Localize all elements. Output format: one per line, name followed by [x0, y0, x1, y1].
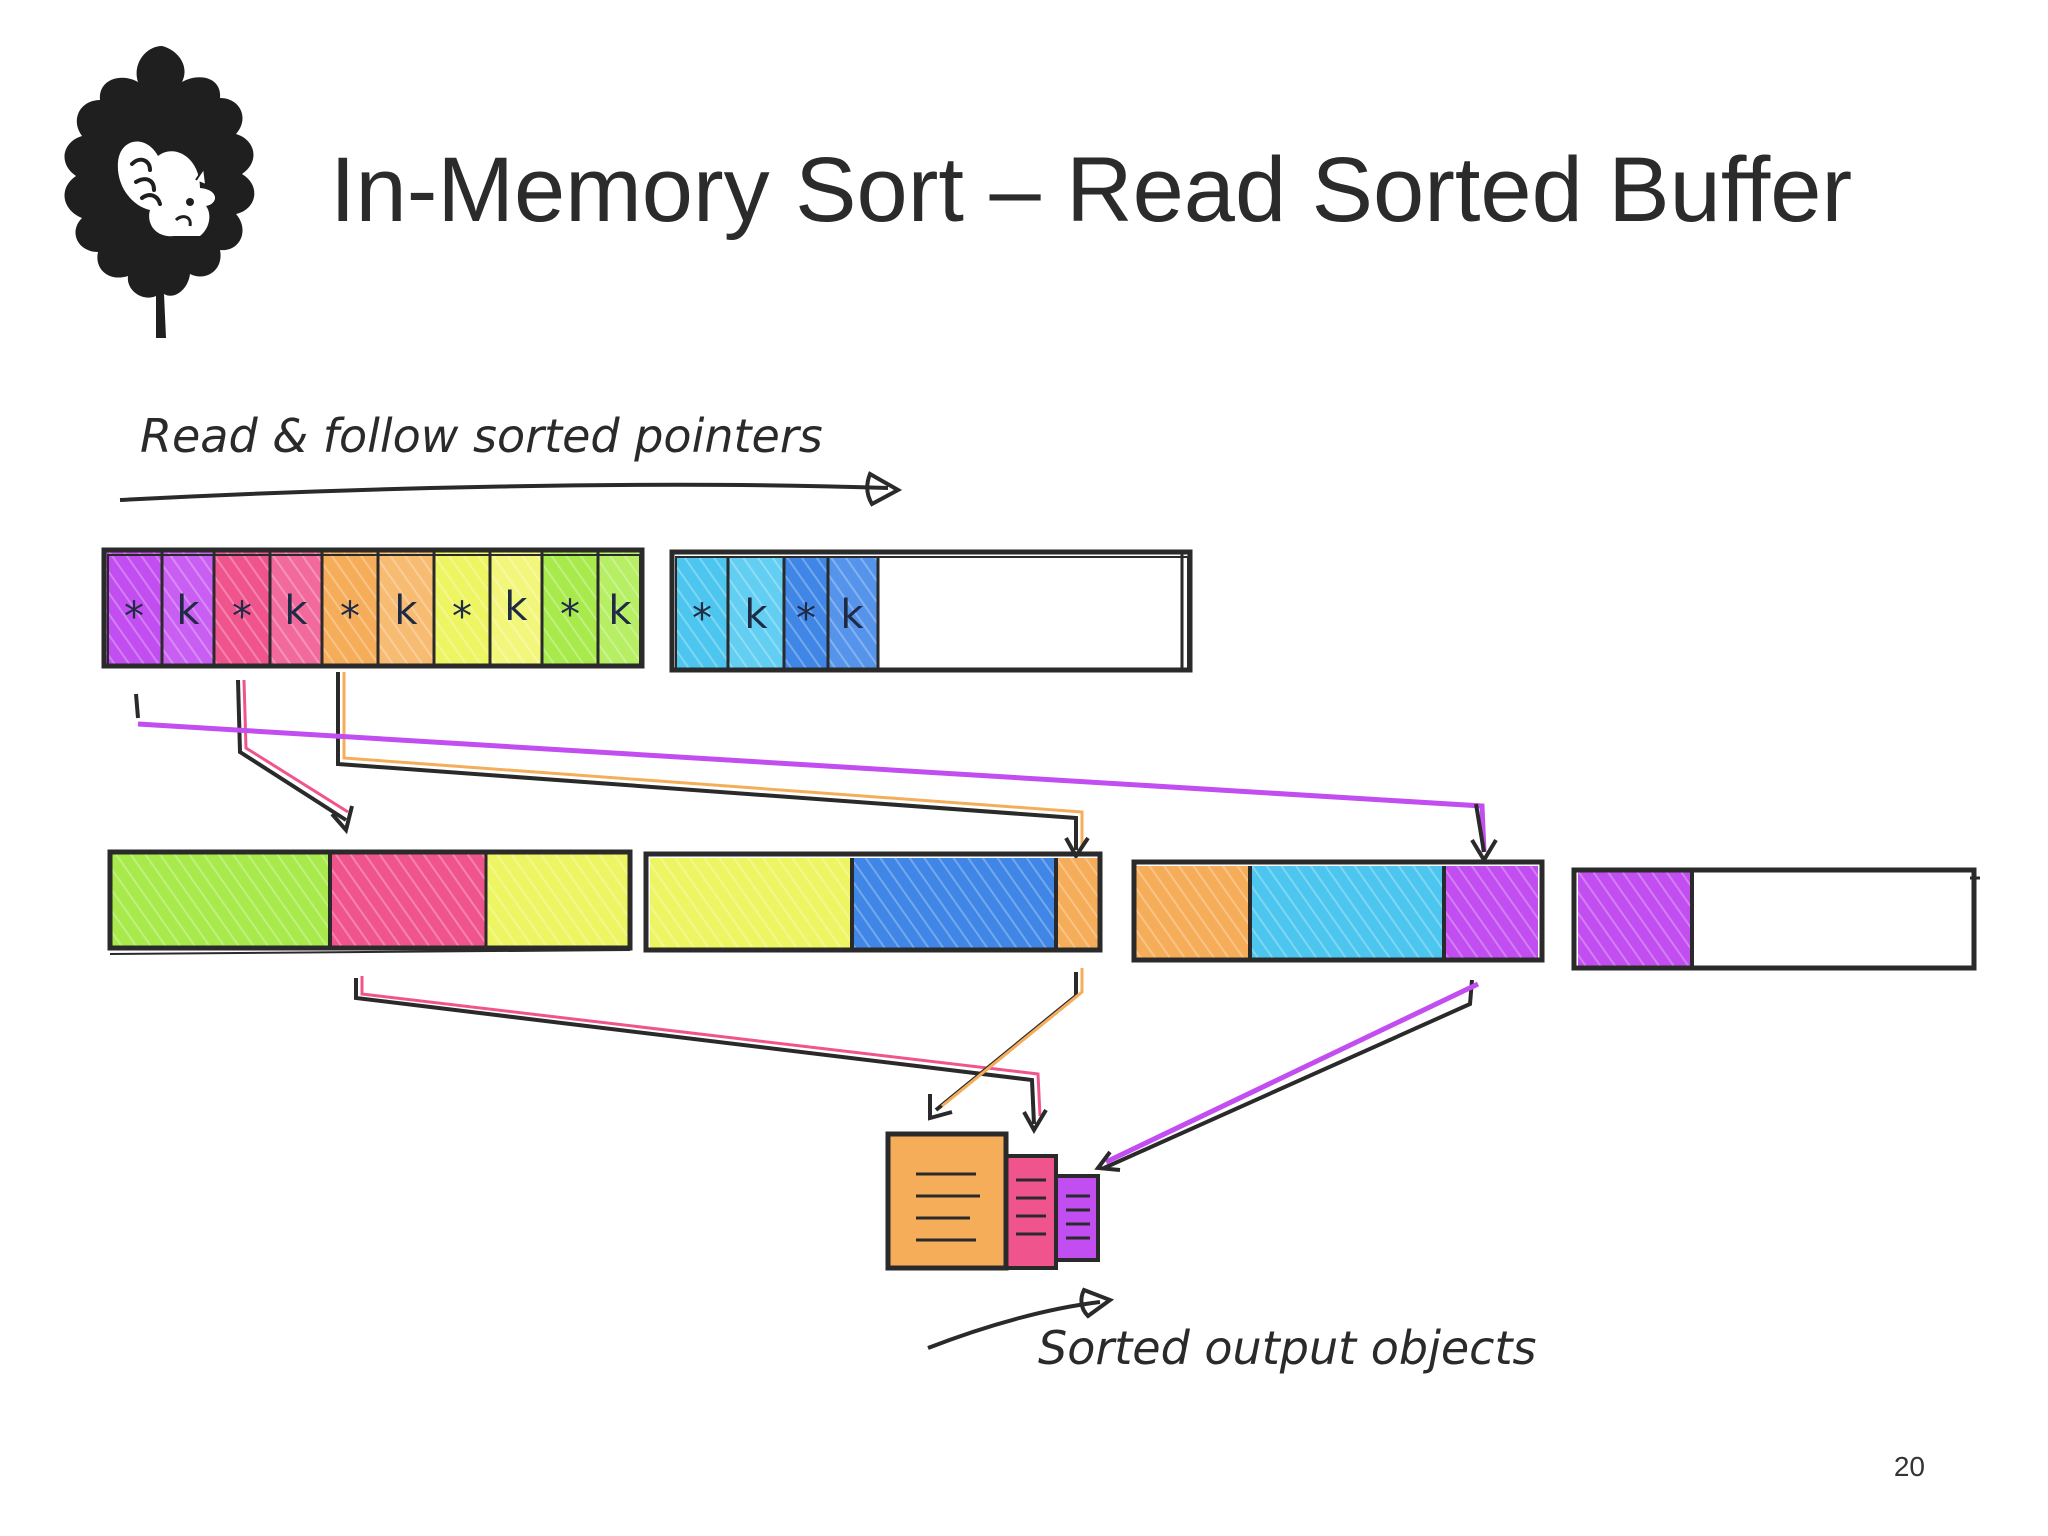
squirrel-oak-leaf-logo: [64, 46, 255, 338]
glyph-k: k: [840, 592, 864, 638]
pointer-glyphs: * k * k * k * k * k * k * k: [124, 584, 864, 642]
glyph-asterisk: *: [796, 596, 816, 642]
record-buffer-2: [643, 851, 1103, 953]
page-number: 20: [1893, 1451, 1925, 1482]
record-buffer-3: [1131, 859, 1545, 963]
label-sorted-output-objects: Sorted output objects: [1038, 1321, 1536, 1375]
record-buffer-4: [1571, 867, 1980, 971]
slide-title: In-Memory Sort – Read Sorted Buffer: [330, 139, 1853, 241]
glyph-asterisk: *: [232, 594, 252, 640]
glyph-asterisk: *: [560, 592, 580, 638]
pointer-buffer-1: [101, 547, 645, 669]
output-object: [885, 1131, 1009, 1271]
output-pointer-arrowhead: [1079, 1287, 1115, 1319]
glyph-asterisk: *: [692, 596, 712, 642]
glyph-k: k: [394, 588, 418, 634]
record-buffer-1: [107, 849, 633, 955]
pointer-buffer-2: [669, 549, 1193, 673]
output-arrows: [354, 968, 1480, 1172]
sorted-output-stack: [885, 1131, 1100, 1271]
output-object: [1054, 1174, 1100, 1262]
pointer-arrows: [134, 672, 1498, 864]
read-direction-arrowhead: [865, 471, 903, 507]
output-object: [1004, 1154, 1058, 1270]
glyph-k: k: [744, 592, 768, 638]
glyph-asterisk: *: [124, 594, 144, 640]
glyph-k: k: [176, 588, 200, 634]
glyph-k: k: [284, 588, 308, 634]
glyph-asterisk: *: [452, 594, 472, 640]
glyph-k: k: [504, 584, 528, 630]
glyph-k: k: [608, 588, 632, 634]
label-read-follow-pointers: Read & follow sorted pointers: [140, 409, 823, 463]
read-direction-arrow: [119, 482, 889, 502]
glyph-asterisk: *: [340, 594, 360, 640]
